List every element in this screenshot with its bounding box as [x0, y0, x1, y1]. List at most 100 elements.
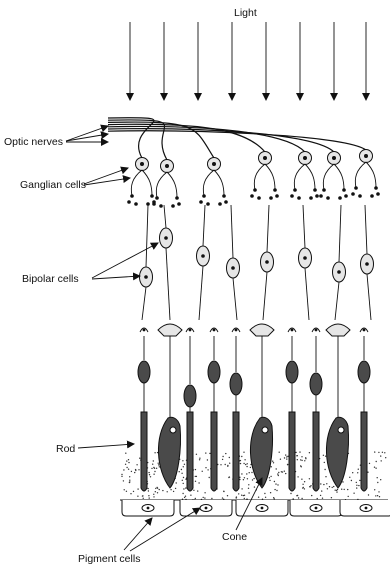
stipple-dot	[121, 474, 122, 475]
stipple-dot	[377, 477, 378, 478]
stipple-dot	[243, 479, 244, 480]
ganglion-ending	[175, 196, 179, 200]
stipple-dot	[184, 464, 185, 465]
ganglion-dendrite	[214, 170, 224, 196]
stipple-dot	[290, 493, 291, 494]
ganglion-cells-label: Ganglian cells	[20, 179, 86, 191]
rod-spherule-dot	[291, 329, 294, 332]
bipolar-axon	[303, 205, 305, 248]
bipolar-cell-6	[299, 205, 312, 320]
ganglion-dendrite	[323, 164, 334, 190]
stipple-dot	[300, 459, 301, 460]
stipple-dot	[153, 460, 154, 461]
stipple-dot	[195, 481, 196, 482]
pigment-cell-2	[180, 500, 232, 516]
stipple-dot	[379, 496, 380, 497]
stipple-dot	[381, 460, 382, 461]
pigment-cell-1	[122, 500, 174, 516]
stipple-dot	[378, 452, 379, 453]
stipple-dot	[276, 468, 277, 469]
rod-cell-7	[286, 336, 298, 491]
bipolar-axon	[339, 205, 341, 262]
bipolar-nucleus	[337, 270, 341, 274]
stipple-dot	[287, 456, 288, 457]
ganglion-dendrite	[167, 172, 177, 198]
ganglion-ending	[344, 194, 348, 198]
bipolar-cell-8	[361, 205, 374, 320]
stipple-dot	[240, 463, 241, 464]
stipple-dot	[195, 498, 196, 499]
stipple-dot	[358, 469, 359, 470]
ganglion-ending	[134, 202, 138, 206]
stipple-dot	[276, 490, 277, 491]
bipolar-cell-3	[197, 205, 210, 320]
bipolar-cell-7	[333, 205, 346, 320]
stipple-dot	[167, 491, 168, 492]
stipple-dot	[367, 472, 368, 473]
stipple-dot	[305, 457, 306, 458]
ganglion-ending	[351, 192, 355, 196]
stipple-dot	[204, 497, 205, 498]
rod-outer-segment	[313, 412, 319, 491]
stipple-dot	[129, 480, 130, 481]
ganglion-dendrite	[156, 172, 167, 198]
stipple-dot	[324, 469, 325, 470]
stipple-dot	[181, 469, 182, 470]
rod-label: Rod	[56, 443, 75, 455]
stipple-dot	[286, 456, 287, 457]
ganglion-ending	[250, 194, 254, 198]
bipolar-nucleus	[164, 236, 168, 240]
stipple-dot	[156, 487, 157, 488]
stipple-dot	[244, 498, 245, 499]
stipple-dot	[179, 471, 180, 472]
stipple-dot	[324, 462, 325, 463]
ganglion-ending	[326, 196, 330, 200]
pigment-cell-dot	[205, 507, 208, 510]
stipple-dot	[297, 476, 298, 477]
stipple-dot	[184, 497, 185, 498]
synapse-10	[360, 328, 368, 332]
stipple-dot	[152, 464, 153, 465]
bipolar-nucleus	[231, 266, 235, 270]
stipple-dot	[197, 490, 198, 491]
stipple-dot	[341, 489, 342, 490]
stipple-dot	[295, 452, 296, 453]
stipple-dot	[273, 462, 274, 463]
stipple-dot	[358, 485, 359, 486]
ganglion-ending	[202, 194, 206, 198]
light-label: Light	[234, 7, 257, 19]
ganglion-ending	[309, 196, 313, 200]
stipple-dot	[297, 459, 298, 460]
stipple-dot	[270, 476, 271, 477]
ganglion-ending	[374, 186, 378, 190]
stipple-dot	[238, 493, 239, 494]
stipple-dot	[196, 454, 197, 455]
bipolar-nucleus	[303, 256, 307, 260]
ganglion-ending	[313, 188, 317, 192]
ganglion-ending	[130, 194, 134, 198]
pigment-cell-dot	[315, 507, 318, 510]
stipple-dot	[342, 481, 343, 482]
bipolar-dendrite	[305, 268, 309, 320]
stipple-dot	[264, 493, 265, 494]
stipple-dot	[185, 479, 186, 480]
stipple-dot	[323, 455, 324, 456]
pigment-cell-5	[340, 500, 390, 516]
stipple-dot	[253, 478, 254, 479]
stipple-dot	[336, 491, 337, 492]
stipple-dot	[309, 486, 310, 487]
stipple-dot	[380, 479, 381, 480]
stipple-dot	[327, 488, 328, 489]
ganglion-ending	[171, 204, 175, 208]
pigment-cells-group	[120, 500, 390, 516]
pigment-cell-4	[290, 500, 342, 516]
bipolar-dendrite	[199, 266, 203, 320]
ganglion-ending	[253, 188, 257, 192]
stipple-dot	[356, 482, 357, 483]
ganglion-ending	[370, 194, 374, 198]
stipple-dot	[244, 459, 245, 460]
cone-nucleus	[262, 427, 268, 433]
stipple-dot	[129, 482, 130, 483]
ganglion-cells-group	[127, 150, 380, 208]
stipple-dot	[280, 459, 281, 460]
